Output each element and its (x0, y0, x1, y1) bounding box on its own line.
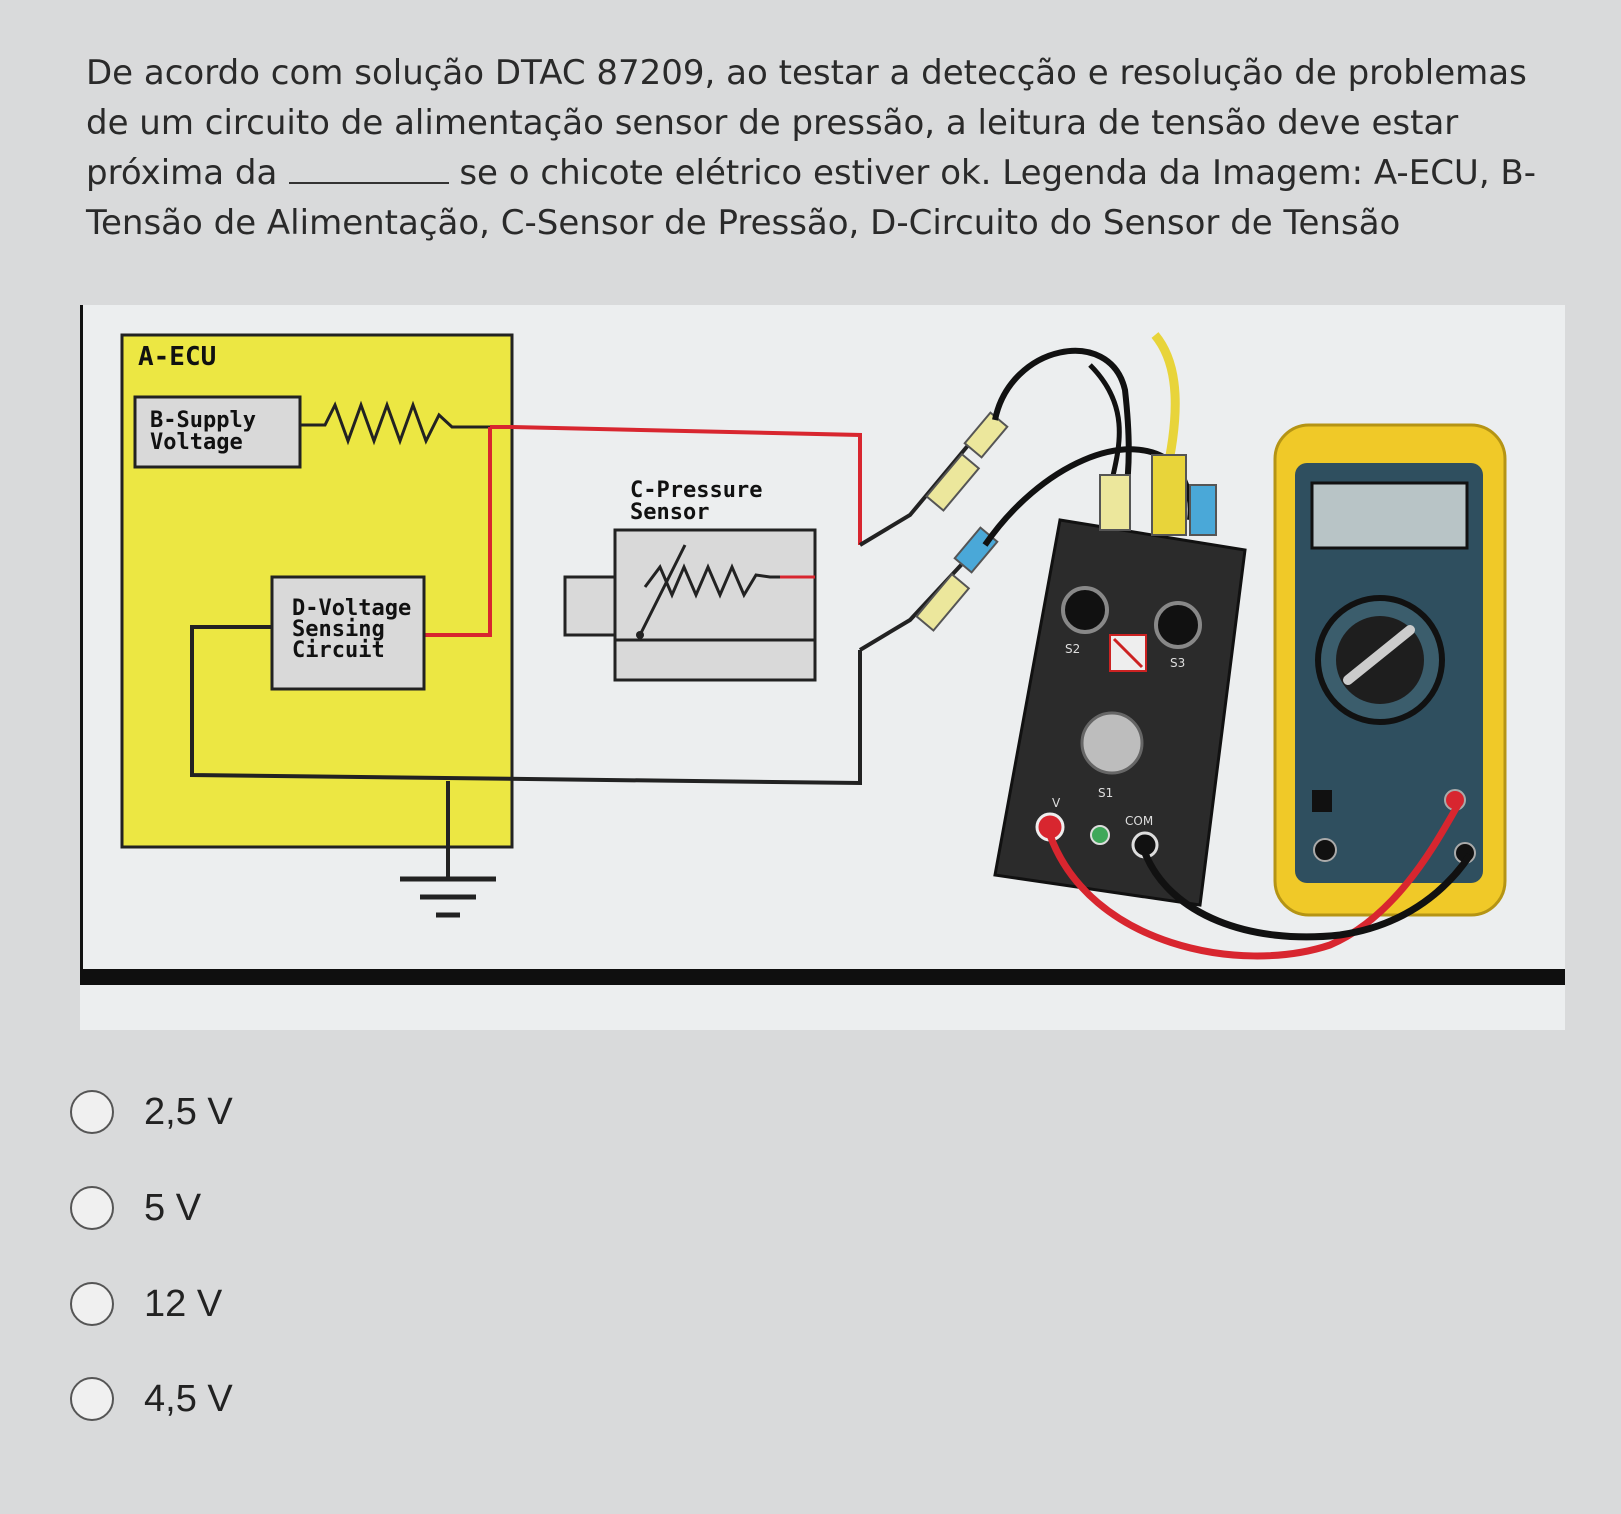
radio-button[interactable] (70, 1377, 114, 1421)
answer-blank (289, 152, 450, 184)
voltage-sensing-box (270, 575, 426, 691)
circuit-diagram-figure: A-ECU B-Supply Voltage D-Voltage Sensing… (80, 305, 1565, 1030)
jack-label-com: COM (1125, 814, 1153, 828)
probe-connector-upper (925, 411, 1009, 512)
sensing-label-line2: Sensing (292, 617, 385, 642)
question-text-part2: se o chicote elétrico estiver ok. Legend… (86, 153, 1537, 243)
option-label: 4,5 V (144, 1377, 233, 1420)
answer-option-4[interactable]: 4,5 V (70, 1374, 233, 1424)
circuit-diagram: A-ECU B-Supply Voltage D-Voltage Sensing… (80, 305, 1565, 1030)
knob-label-s1: S1 (1098, 786, 1113, 800)
test-lead-red (1046, 803, 1462, 960)
ground-symbol-icon (400, 876, 496, 918)
breakout-selector-knob[interactable] (1080, 711, 1144, 775)
sensing-label-line3: Circuit (292, 638, 385, 663)
figure-bottom-bar (80, 969, 1565, 985)
multimeter-jack-com[interactable] (1313, 838, 1337, 862)
radio-button[interactable] (70, 1186, 114, 1230)
jack-label-s3: S3 (1170, 656, 1185, 670)
test-lead-black (1141, 851, 1473, 941)
jack-label-s2: S2 (1065, 642, 1080, 656)
breakout-jack-s3[interactable] (1154, 601, 1202, 649)
radio-button[interactable] (70, 1090, 114, 1134)
breakout-led (1090, 825, 1110, 845)
supply-wire (511, 425, 862, 545)
question-text-part1: De acordo com solução DTAC 87209, ao tes… (86, 53, 1527, 193)
sensing-label-line1: D-Voltage (292, 596, 411, 621)
supply-voltage-box (133, 395, 302, 469)
probe-lead-lower (858, 548, 977, 652)
pressure-sensor-resistor (643, 563, 815, 599)
return-wire (190, 625, 862, 786)
ecu-resistor (300, 400, 490, 446)
option-label: 5 V (144, 1186, 202, 1229)
option-label: 12 V (144, 1282, 223, 1325)
pressure-label-line1: C-Pressure (630, 478, 762, 503)
jack-label-v: V (1052, 796, 1061, 810)
supply-label-line2: Voltage (150, 430, 243, 455)
answer-option-2[interactable]: 5 V (70, 1183, 201, 1233)
pressure-sensor-body (613, 528, 817, 682)
sensing-wire (425, 427, 492, 637)
multimeter-display (1310, 481, 1469, 550)
ecu-label: A-ECU (138, 342, 216, 372)
question-text: De acordo com solução DTAC 87209, ao tes… (86, 48, 1566, 248)
answer-option-3[interactable]: 12 V (70, 1279, 222, 1329)
answer-option-1[interactable]: 2,5 V (70, 1087, 233, 1137)
radio-button[interactable] (70, 1282, 114, 1326)
breakout-box: S2 S3 S1 V COM (993, 454, 1247, 907)
breakout-jack-s2[interactable] (1061, 586, 1109, 634)
pressure-label-line2: Sensor (630, 500, 709, 525)
pressure-sensor-port (563, 575, 617, 637)
option-label: 2,5 V (144, 1090, 233, 1133)
multimeter (1273, 423, 1507, 917)
supply-label-line1: B-Supply (150, 408, 256, 433)
